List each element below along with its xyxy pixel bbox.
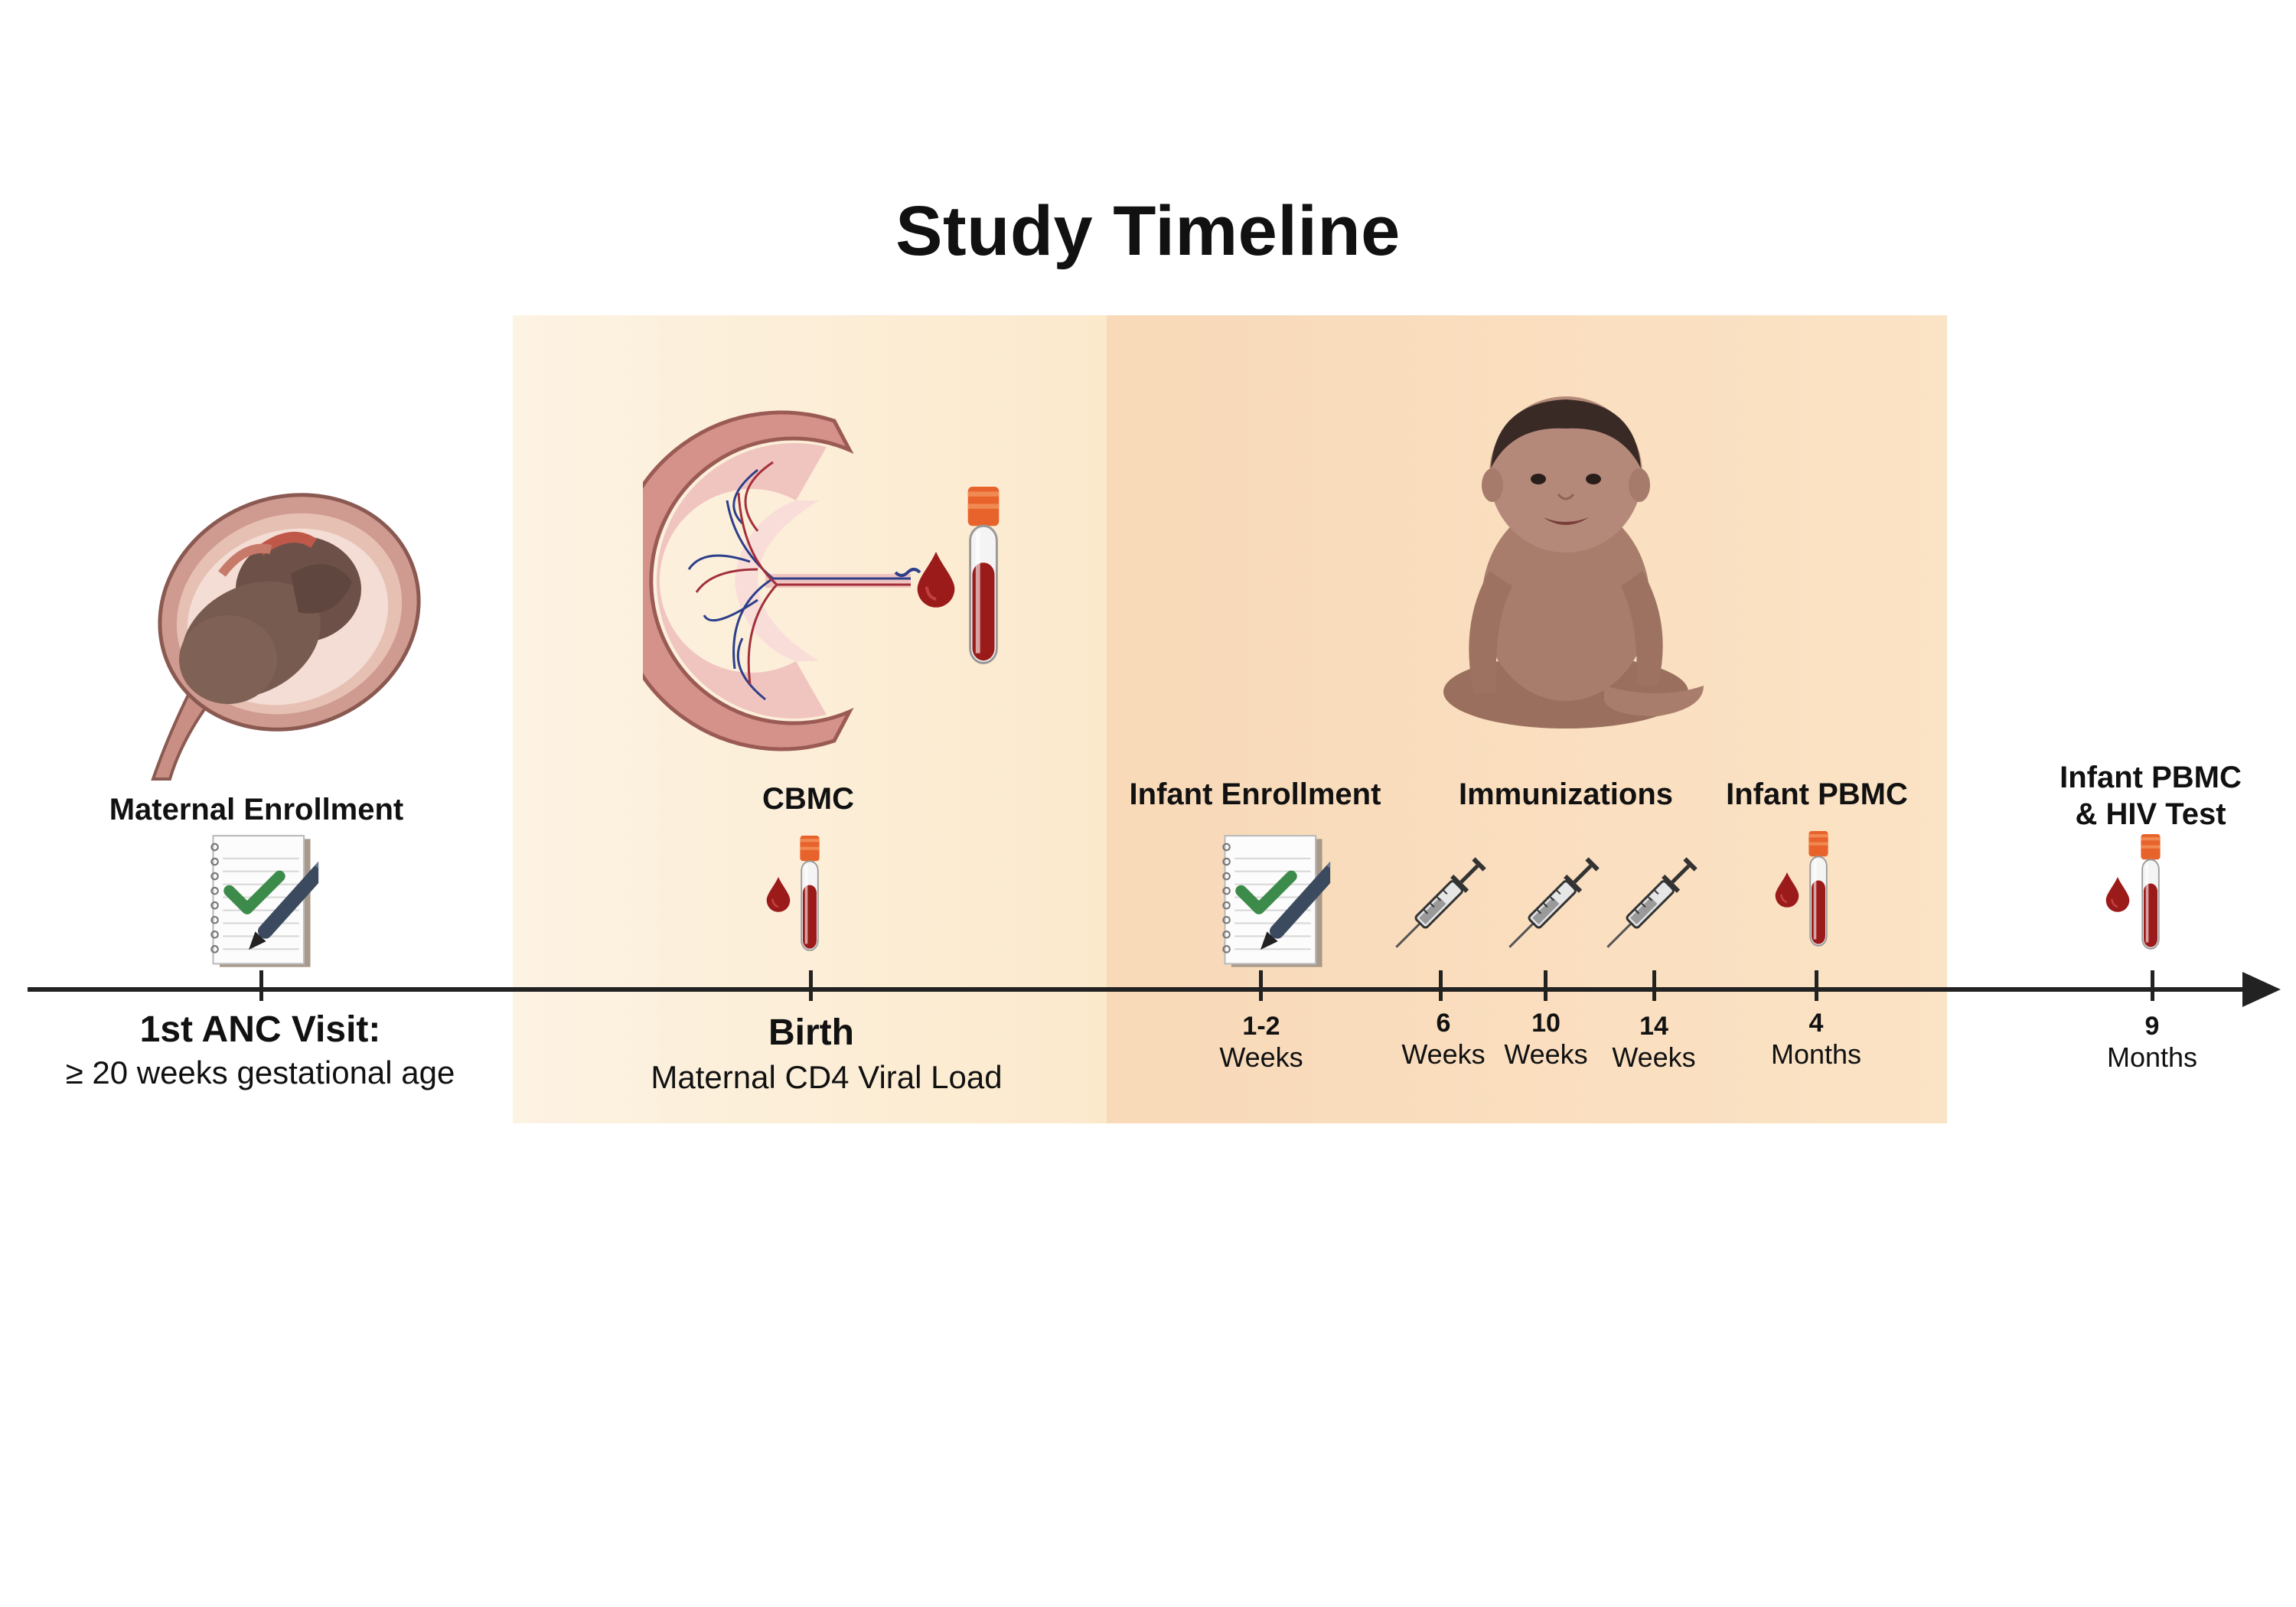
notebook-check-icon — [1212, 834, 1335, 972]
tick-1-2-weeks — [1259, 970, 1263, 1001]
blood-drop-icon — [2105, 875, 2131, 912]
blood-drop-icon — [1774, 871, 1800, 908]
timepoint-14-weeks: 14 Weeks — [1612, 1012, 1696, 1073]
blood-tube-icon — [961, 487, 1006, 670]
immunizations-label: Immunizations — [1458, 777, 1674, 811]
tick-birth — [809, 970, 813, 1001]
infant-pbmc-hiv-line1: Infant PBMC — [2060, 761, 2242, 794]
timeline-arrow-icon — [2242, 972, 2281, 1007]
placenta-icon — [643, 410, 921, 751]
pregnant-uterus-icon — [151, 493, 421, 781]
timepoint-10-weeks: 10 Weeks — [1504, 1009, 1588, 1070]
notebook-check-icon — [201, 834, 323, 972]
maternal-enrollment-label: Maternal Enrollment — [109, 793, 404, 826]
blood-drop-icon — [765, 875, 791, 912]
infant-enrollment-label: Infant Enrollment — [1129, 777, 1381, 811]
tick-4-months — [1815, 970, 1818, 1001]
birth-title: Birth — [768, 1012, 854, 1053]
syringe-icon — [1384, 837, 1506, 960]
timepoint-1-2-weeks: 1-2 Weeks — [1219, 1012, 1303, 1073]
timepoint-6-weeks: 6 Weeks — [1401, 1009, 1486, 1070]
tick-9-months — [2151, 970, 2154, 1001]
birth-subtitle: Maternal CD4 Viral Load — [651, 1059, 1003, 1095]
tick-anc — [259, 970, 263, 1001]
syringe-icon — [1595, 837, 1717, 960]
timepoint-4-months: 4 Months — [1770, 1009, 1862, 1070]
page-title: Study Timeline — [895, 192, 1401, 270]
tick-6-weeks — [1439, 970, 1443, 1001]
blood-tube-icon — [2137, 834, 2164, 953]
cbmc-label: CBMC — [762, 782, 854, 816]
blood-drop-icon — [915, 549, 957, 608]
infant-pbmc-hiv-label: Infant PBMC & HIV Test — [2028, 759, 2273, 833]
blood-tube-icon — [796, 836, 823, 955]
infant-icon — [1443, 396, 1704, 729]
infant-pbmc-hiv-line2: & HIV Test — [2075, 797, 2226, 831]
tick-14-weeks — [1652, 970, 1656, 1001]
infant-pbmc-label: Infant PBMC — [1726, 777, 1908, 811]
blood-tube-icon — [1805, 831, 1832, 950]
anc-visit-subtitle: ≥ 20 weeks gestational age — [65, 1054, 455, 1090]
timeline-axis — [28, 987, 2247, 992]
tick-10-weeks — [1544, 970, 1548, 1001]
anc-visit-title: 1st ANC Visit: — [139, 1009, 381, 1050]
timepoint-9-months: 9 Months — [2106, 1012, 2198, 1073]
